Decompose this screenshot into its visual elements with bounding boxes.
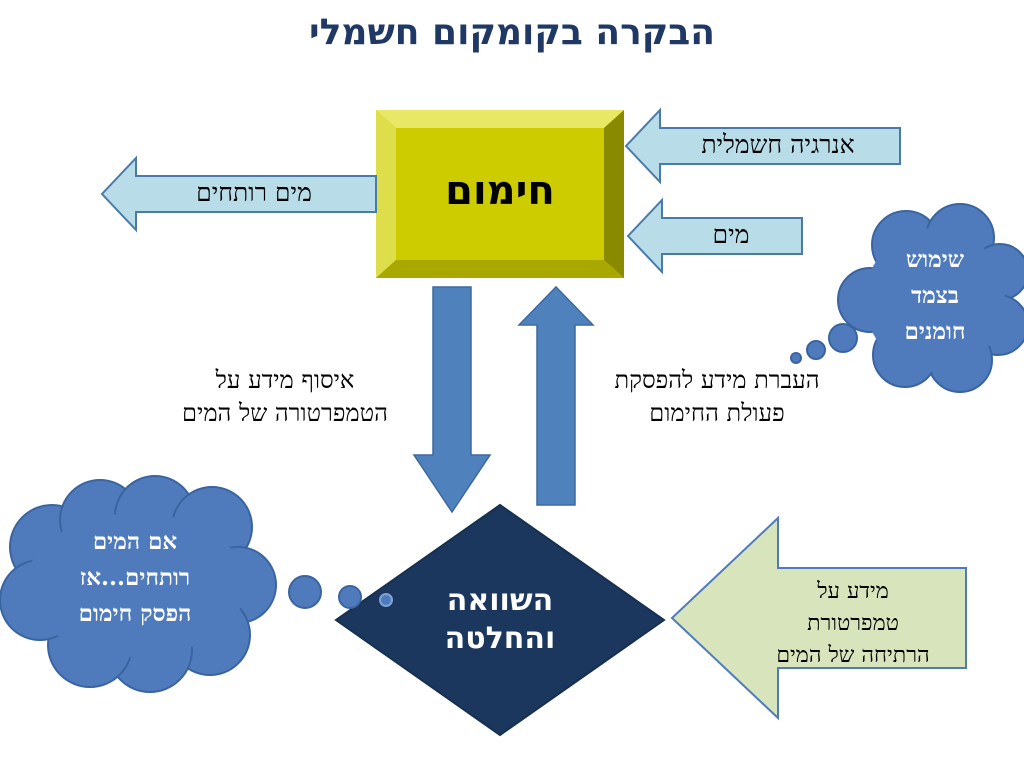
page-title: הבקרה בקומקום חשמלי (309, 12, 715, 53)
collect-info-label: איסוף מידע על הטמפרטורה של המים (150, 364, 420, 430)
collect-info-line-2: הטמפרטורה של המים (182, 399, 388, 427)
boiling-info-line-1: מידע על (817, 579, 889, 604)
hot-water-label: מים רותחים (196, 178, 312, 207)
cloud-left-line-3: הפסק חימום (78, 600, 192, 627)
thought-bubble-right-2 (806, 340, 826, 360)
cloud-right-label: שימוש בצמד חומנים (870, 242, 1000, 350)
cloud-left-line-1: אם המים (92, 528, 178, 555)
heating-box (376, 110, 624, 278)
transfer-info-line-2: פעולת החימום (649, 399, 785, 427)
thought-bubble-left-1 (288, 575, 322, 609)
decision-label: השוואה והחלטה (400, 582, 600, 658)
arrow-electric-energy (624, 107, 901, 185)
cloud-right-line-2: בצמד (911, 282, 959, 309)
water-in-label: מים (712, 220, 750, 249)
arrow-hot-water-out (100, 155, 377, 233)
boiling-info-line-2: טמפרטורת (807, 611, 899, 636)
decision-line-2: והחלטה (444, 621, 556, 656)
collect-info-line-1: איסוף מידע על (215, 366, 355, 394)
thought-cloud-left (0, 475, 277, 693)
boiling-info-label: מידע על טמפרטורת הרתיחה של המים (740, 576, 966, 672)
electric-energy-label: אנרגיה חשמלית (701, 130, 855, 159)
thought-bubble-right-1 (828, 323, 858, 353)
arrow-boiling-info (670, 515, 967, 721)
heating-label: חימום (445, 168, 555, 214)
transfer-info-line-1: העברת מידע להפסקת (614, 366, 820, 394)
thought-bubble-right-3 (790, 352, 802, 364)
boiling-info-line-3: הרתיחה של המים (776, 643, 930, 668)
thought-bubble-left-3 (379, 593, 393, 607)
cloud-right-line-3: חומנים (904, 318, 966, 345)
arrow-water-in (626, 197, 803, 275)
thought-cloud-right (837, 203, 1024, 393)
transfer-info-label: העברת מידע להפסקת פעולת החימום (582, 364, 852, 430)
cloud-left-label: אם המים רותחים...אז הפסק חימום (20, 524, 250, 632)
decision-line-1: השוואה (446, 583, 554, 618)
cloud-right-line-1: שימוש (905, 246, 965, 273)
cloud-left-line-2: רותחים...אז (79, 564, 191, 591)
decision-diamond (334, 503, 666, 737)
thought-bubble-left-2 (338, 585, 362, 609)
arrow-down-collect (412, 286, 492, 514)
arrow-up-transfer (517, 285, 595, 506)
